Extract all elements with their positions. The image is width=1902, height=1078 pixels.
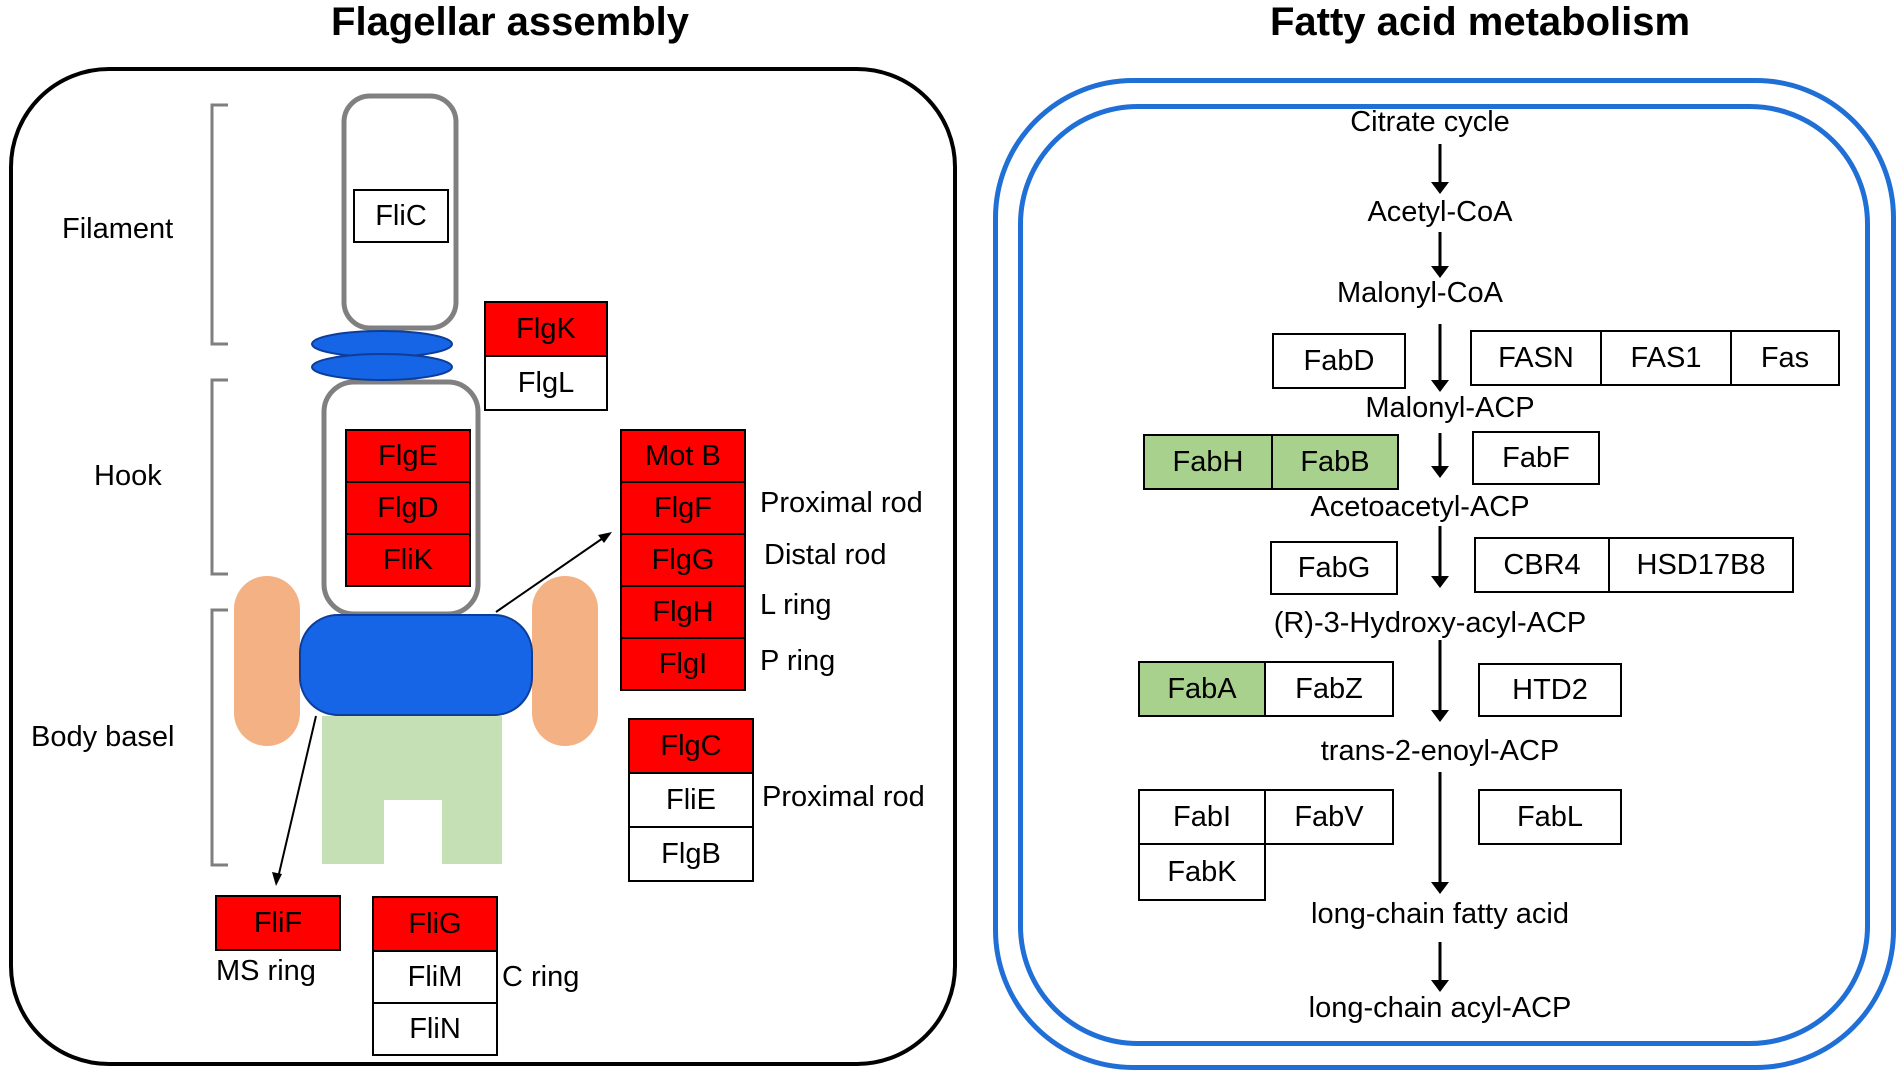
enzyme-fasn: FASN — [1470, 330, 1602, 386]
label-distal-rod: Distal rod — [764, 539, 887, 571]
pathway-arrowheads — [1431, 182, 1449, 992]
fatty-acid-panel-outer — [993, 78, 1896, 1070]
stator-right — [532, 576, 598, 746]
body-label: Body basel — [31, 721, 175, 753]
protein-flgk: FlgK — [484, 301, 608, 357]
enzyme-fabb: FabB — [1271, 434, 1399, 490]
label-p-ring: P ring — [760, 645, 836, 677]
label-proximal-rod-2: Proximal rod — [762, 781, 925, 813]
fatty-acid-panel-inner — [1018, 104, 1870, 1046]
metabolite-hydroxy-acyl-acp: (R)-3-Hydroxy-acyl-ACP — [1273, 607, 1587, 639]
filament-bracket — [210, 103, 228, 346]
protein-flim: FliM — [372, 950, 498, 1004]
metabolite-acetoacetyl-acp: Acetoacetyl-ACP — [1310, 491, 1530, 523]
metabolite-long-chain-acyl-acp: long-chain acyl-ACP — [1308, 992, 1572, 1024]
enzyme-fabi: FabI — [1138, 789, 1266, 845]
hook-label: Hook — [94, 460, 162, 492]
hook-bracket — [210, 378, 228, 576]
filament-label: Filament — [62, 213, 174, 245]
enzyme-fabz: FabZ — [1264, 661, 1394, 717]
enzyme-fabl: FabL — [1478, 789, 1622, 845]
enzyme-fabv: FabV — [1264, 789, 1394, 845]
arrow-to-rod — [495, 535, 607, 613]
junction-ring-lower — [311, 353, 453, 381]
left-panel-title: Flagellar assembly — [331, 0, 689, 44]
label-proximal-rod-1: Proximal rod — [760, 487, 923, 519]
metabolite-citrate: Citrate cycle — [1350, 106, 1510, 138]
protein-flgh: FlgH — [620, 585, 746, 639]
protein-flgc: FlgC — [628, 718, 754, 774]
metabolite-acetyl-coa: Acetyl-CoA — [1367, 196, 1513, 228]
protein-flik: FliK — [345, 533, 471, 587]
enzyme-faba: FabA — [1138, 661, 1266, 717]
protein-flge: FlgE — [345, 429, 471, 483]
protein-flin: FliN — [372, 1002, 498, 1056]
protein-flgb: FlgB — [628, 826, 754, 882]
enzyme-cbr4: CBR4 — [1474, 537, 1610, 593]
protein-flif: FliF — [215, 895, 341, 951]
protein-flie: FliE — [628, 772, 754, 828]
metabolite-trans-enoyl-acp: trans-2-enoyl-ACP — [1320, 735, 1560, 767]
flagellar-panel — [9, 67, 957, 1066]
enzyme-fabg: FabG — [1270, 541, 1398, 595]
metabolite-malonyl-coa: Malonyl-CoA — [1337, 277, 1503, 309]
body-lp-ring — [299, 614, 533, 716]
protein-flgd: FlgD — [345, 481, 471, 535]
right-panel-title: Fatty acid metabolism — [1269, 0, 1691, 44]
enzyme-fas: Fas — [1730, 330, 1840, 386]
enzyme-fabf: FabF — [1472, 431, 1600, 485]
label-c-ring: C ring — [502, 961, 580, 993]
enzyme-fabh: FabH — [1143, 434, 1273, 490]
enzyme-htd2: HTD2 — [1478, 663, 1622, 717]
protein-flgg: FlgG — [620, 533, 746, 587]
metabolite-long-chain-fa: long-chain fatty acid — [1311, 898, 1569, 930]
protein-flic: FliC — [353, 189, 449, 243]
arrow-to-ms-ring — [277, 715, 317, 879]
metabolite-malonyl-acp: Malonyl-ACP — [1365, 392, 1535, 424]
protein-flgi: FlgI — [620, 637, 746, 691]
body-bracket — [210, 608, 228, 867]
protein-flgl: FlgL — [484, 355, 608, 411]
enzyme-fabd: FabD — [1272, 333, 1406, 389]
enzyme-hsd17b8: HSD17B8 — [1608, 537, 1794, 593]
label-l-ring: L ring — [760, 589, 832, 621]
stator-left — [234, 576, 300, 746]
protein-motb: Mot B — [620, 429, 746, 483]
enzyme-fabk: FabK — [1138, 843, 1266, 901]
base-ms-ring — [322, 716, 502, 864]
protein-flgf: FlgF — [620, 481, 746, 535]
label-ms-ring: MS ring — [216, 955, 316, 987]
protein-flig: FliG — [372, 896, 498, 952]
enzyme-fas1: FAS1 — [1600, 330, 1732, 386]
